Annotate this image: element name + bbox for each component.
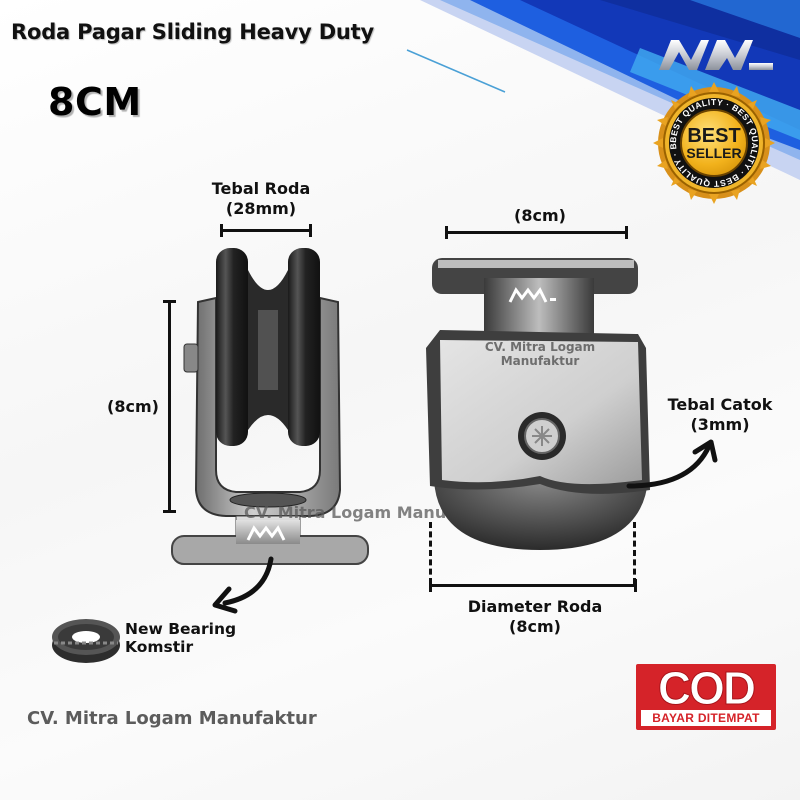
bearing-label-line1: New Bearing	[125, 620, 237, 638]
size-headline: 8CM	[48, 80, 142, 124]
diameter-guide-right	[633, 522, 636, 584]
bearing-label: New Bearing Komstir	[125, 620, 236, 656]
diameter-label: Diameter Roda (8cm)	[455, 597, 615, 637]
plate-watermark-line1: CV. Mitra Logam	[484, 340, 596, 354]
brand-logo-icon	[659, 40, 773, 70]
thickness-label-text: Tebal Roda	[211, 179, 311, 198]
cod-sub-text: BAYAR DITEMPAT	[641, 710, 771, 726]
catok-value-text: (3mm)	[690, 415, 750, 434]
bearing-pointer-arrow-icon	[212, 556, 274, 614]
thrust-bearing-image	[52, 619, 120, 663]
catok-pointer-arrow-icon	[626, 439, 718, 489]
side-view-wheel-image	[171, 248, 369, 565]
best-seller-badge: BEST QUALITY · BEST QUALITY · BEST QUALI…	[653, 82, 775, 204]
catok-label-text: Tebal Catok	[667, 395, 773, 414]
thickness-value-text: (28mm)	[225, 199, 297, 218]
plate-watermark: CV. Mitra Logam Manufaktur	[470, 340, 610, 368]
height-value-label: (8cm)	[107, 397, 159, 416]
company-name-footer: CV. Mitra Logam Manufaktur	[27, 708, 317, 729]
catok-thickness-label: Tebal Catok (3mm)	[655, 395, 785, 435]
badge-center: BEST SELLER	[680, 109, 748, 177]
cod-main-text: COD	[657, 662, 756, 714]
diameter-guide-left	[429, 522, 432, 584]
badge-best-text: BEST	[687, 124, 741, 147]
product-title: Roda Pagar Sliding Heavy Duty	[11, 20, 375, 44]
diameter-value-text: (8cm)	[509, 617, 561, 636]
height-dimension-line	[163, 300, 176, 513]
thickness-dimension-line	[220, 224, 312, 237]
center-watermark: CV. Mitra Logam Manufaktur	[244, 503, 502, 522]
cod-badge: COD BAYAR DITEMPAT	[636, 664, 776, 730]
badge-seller-text: SELLER	[686, 144, 742, 161]
diameter-dimension-line	[429, 579, 637, 592]
bearing-label-line2: Komstir	[125, 638, 194, 656]
front-view-wheel-image	[426, 258, 650, 550]
diameter-label-text: Diameter Roda	[467, 597, 603, 616]
width-value-label: (8cm)	[514, 206, 566, 225]
plate-watermark-line2: Manufaktur	[500, 354, 580, 368]
wheel-thickness-label: Tebal Roda (28mm)	[186, 179, 336, 219]
width-dimension-line	[445, 226, 628, 239]
